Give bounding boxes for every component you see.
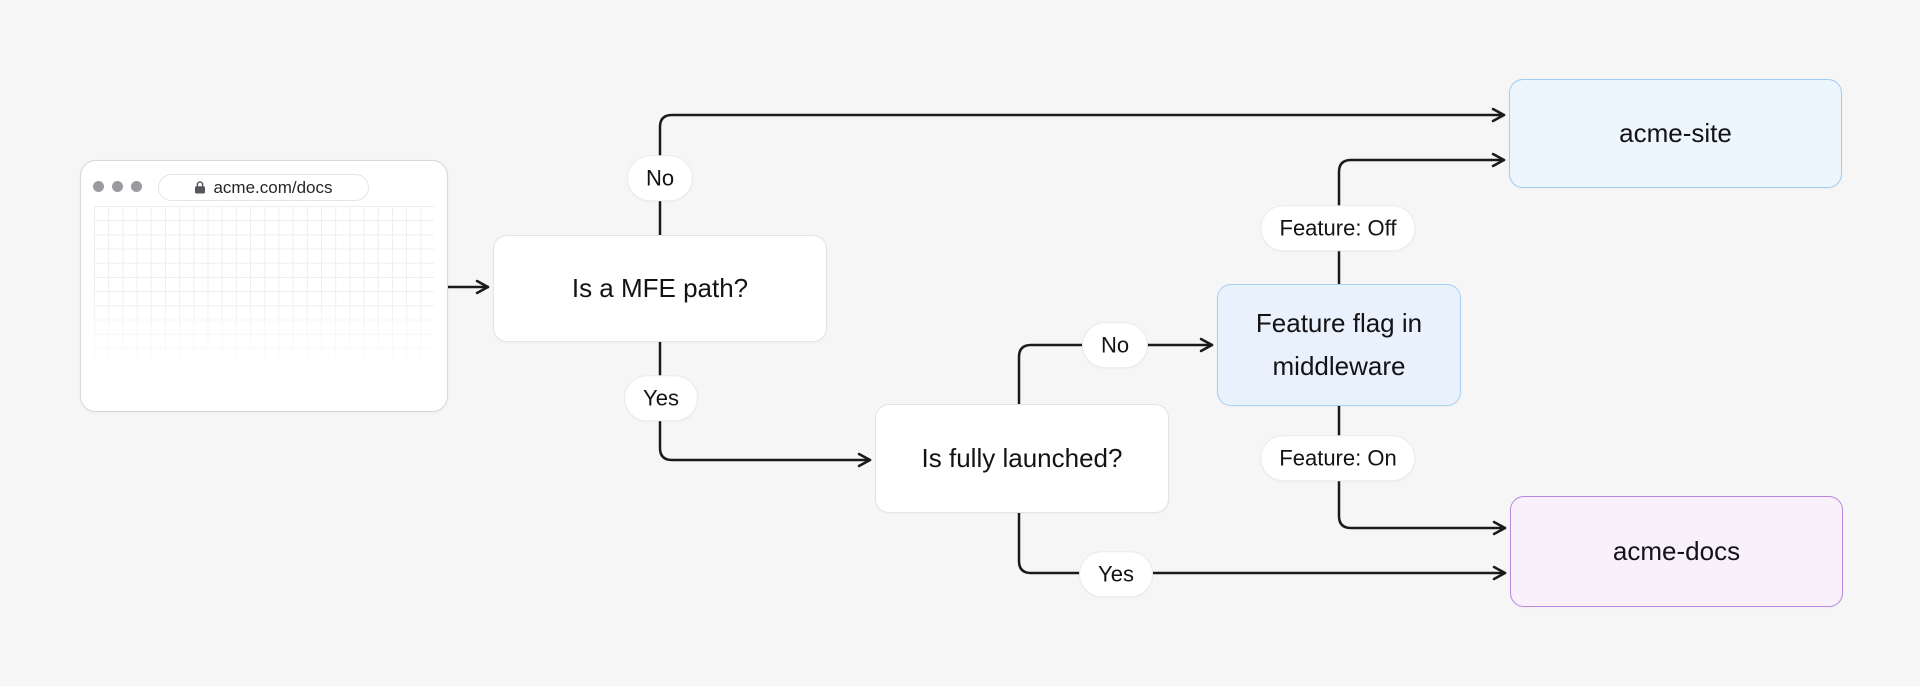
lock-icon bbox=[194, 181, 206, 194]
window-controls bbox=[93, 181, 142, 192]
node-is-fully-launched: Is fully launched? bbox=[875, 404, 1169, 513]
edge-label-feature-on: Feature: On bbox=[1260, 435, 1416, 481]
edge-mfe-no-to-acme-site bbox=[658, 107, 1506, 237]
node-acme-site: acme-site bbox=[1509, 79, 1842, 188]
node-label: acme-docs bbox=[1612, 536, 1741, 567]
node-label: acme-site bbox=[1619, 118, 1732, 149]
window-dot-icon bbox=[112, 181, 123, 192]
browser-content-grid bbox=[94, 206, 434, 368]
node-is-mfe-path: Is a MFE path? bbox=[493, 235, 827, 342]
node-label: Feature flag in middleware bbox=[1255, 308, 1423, 381]
node-label: Is fully launched? bbox=[921, 443, 1123, 474]
window-dot-icon bbox=[131, 181, 142, 192]
edge-label-feature-off: Feature: Off bbox=[1260, 205, 1416, 251]
browser-window: acme.com/docs bbox=[80, 160, 448, 412]
node-acme-docs: acme-docs bbox=[1510, 496, 1843, 607]
node-feature-flag-middleware: Feature flag in middleware bbox=[1217, 284, 1461, 406]
edge-flag-off-to-acme-site bbox=[1337, 152, 1506, 286]
window-dot-icon bbox=[93, 181, 104, 192]
edge-label-yes: Yes bbox=[624, 375, 698, 421]
edge-launched-no-to-flag bbox=[1017, 337, 1214, 406]
edge-mfe-yes-to-launched bbox=[658, 338, 872, 468]
edge-label-yes: Yes bbox=[1079, 551, 1153, 597]
edge-label-no: No bbox=[1081, 322, 1149, 368]
edge-label-no: No bbox=[626, 155, 694, 201]
url-bar: acme.com/docs bbox=[158, 174, 369, 201]
edge-flag-on-to-acme-docs bbox=[1337, 404, 1507, 536]
edge-launched-yes-to-acme-docs bbox=[1017, 509, 1507, 581]
node-label: Is a MFE path? bbox=[571, 273, 749, 304]
url-text: acme.com/docs bbox=[213, 177, 333, 197]
